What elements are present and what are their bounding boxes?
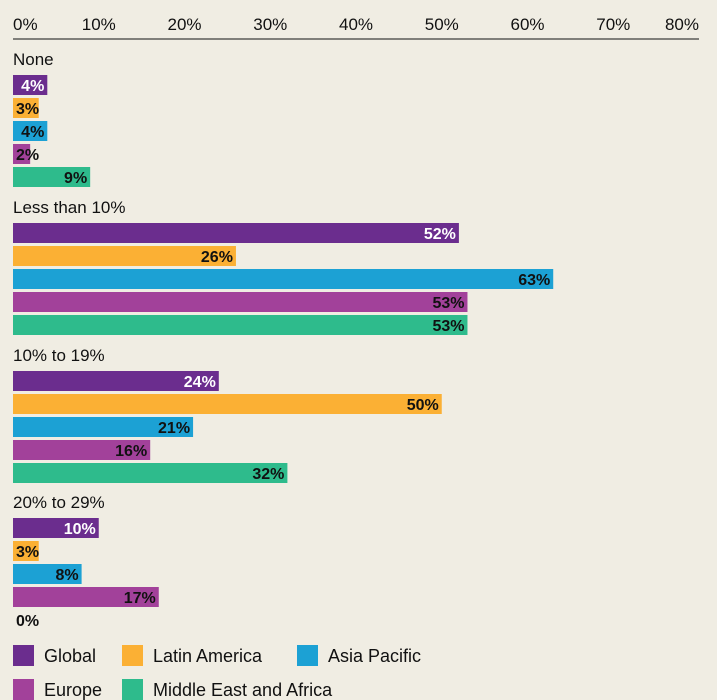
category-label: Less than 10% [13,198,125,217]
x-tick-label: 70% [596,15,630,34]
data-label: 50% [407,397,439,414]
bar [13,121,48,141]
category-label: 10% to 19% [13,346,105,365]
bar [13,75,48,95]
data-label: 17% [124,590,156,607]
category-label: None [13,50,54,69]
bar [13,292,468,312]
bar [13,246,236,266]
bar [13,269,554,289]
bar [13,144,31,164]
bar [13,564,82,584]
bar [13,98,39,118]
legend-swatch [13,679,34,700]
data-label: 21% [158,420,190,437]
bar-group: Less than 10% 52% 26% 63% 53% 53% [13,198,554,335]
legend-label: Global [44,646,96,666]
bar [13,541,39,561]
bar-group: 20% to 29% 10% 3% 8% 17% 0% [13,493,159,630]
legend-swatch [122,679,143,700]
data-label: 9% [64,170,87,187]
legend-label: Middle East and Africa [153,680,333,700]
bar-group: 10% to 19% 24% 50% 21% 16% 32% [13,346,442,483]
legend-label: Europe [44,680,102,700]
data-label: 63% [518,272,550,289]
data-label: 0% [16,613,39,630]
legend-label: Asia Pacific [328,646,421,666]
legend-item: Asia Pacific [297,645,421,666]
bar-group: None 4% 3% 4% 2% 9% [13,50,91,187]
data-label: 10% [64,521,96,538]
bar [13,587,159,607]
data-label: 53% [432,295,464,312]
data-label: 2% [16,147,39,164]
category-label: 20% to 29% [13,493,105,512]
data-label: 3% [16,101,39,118]
bar-groups: None 4% 3% 4% 2% 9% Less than 10% 52% 26% 63% 53% 5… [13,50,554,630]
bar [13,223,459,243]
bar [13,371,219,391]
x-tick-label: 0% [13,15,38,34]
data-label: 24% [184,374,216,391]
legend-item: Europe [13,679,102,700]
bar [13,463,288,483]
data-label: 52% [424,226,456,243]
x-tick-label: 10% [82,15,116,34]
legend-swatch [13,645,34,666]
x-axis: 0% 10% 20% 30% 40% 50% 60% 70% 80% [13,15,699,40]
x-tick-label: 20% [167,15,201,34]
data-label: 4% [21,124,44,141]
x-tick-label: 60% [510,15,544,34]
x-tick-label: 50% [425,15,459,34]
legend-item: Latin America [122,645,263,666]
data-label: 26% [201,249,233,266]
legend-label: Latin America [153,646,263,666]
bar [13,518,99,538]
data-label: 3% [16,544,39,561]
legend-swatch [297,645,318,666]
legend-item: Global [13,645,96,666]
data-label: 32% [252,466,284,483]
data-label: 8% [55,567,78,584]
legend-item: Middle East and Africa [122,679,333,700]
legend-swatch [122,645,143,666]
bar [13,440,151,460]
data-label: 16% [115,443,147,460]
data-label: 4% [21,78,44,95]
x-tick-label: 30% [253,15,287,34]
bar [13,167,91,187]
bar [13,315,468,335]
data-label: 53% [432,318,464,335]
bar [13,394,442,414]
bar [13,417,194,437]
x-tick-label: 40% [339,15,373,34]
x-tick-label: 80% [665,15,699,34]
